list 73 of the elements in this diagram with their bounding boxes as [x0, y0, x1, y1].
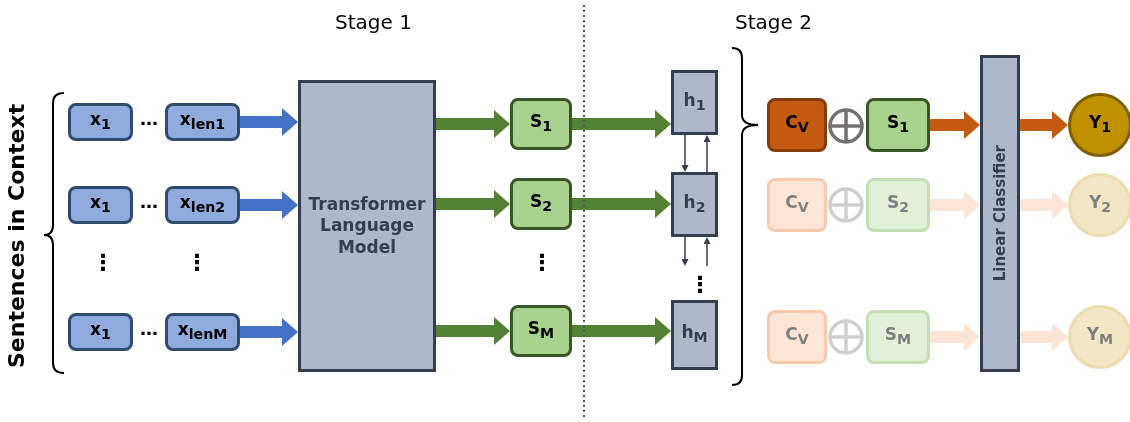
ellipsis: ⋮ — [92, 250, 114, 275]
axis-title: Sentences in Context — [4, 102, 29, 370]
node-label: Y$_{2}$ — [1088, 192, 1112, 218]
arrow — [681, 236, 689, 266]
node-label: h$_{1}$ — [683, 89, 706, 116]
node-label: S$_{1}$ — [886, 112, 910, 138]
node-label: Transformer Language Model — [307, 194, 427, 258]
section-title: Stage 1 — [335, 10, 412, 34]
block-arrow — [240, 318, 298, 346]
block-arrow — [436, 190, 510, 218]
node-label: C$_{V}$ — [785, 324, 809, 350]
model-box — [298, 80, 436, 372]
block-arrow — [1020, 323, 1068, 351]
sentence-box — [510, 178, 572, 230]
token-box — [68, 313, 133, 351]
node-label: C$_{V}$ — [785, 112, 809, 138]
context-box — [767, 310, 827, 364]
block-arrow — [930, 111, 980, 139]
block-arrow — [930, 323, 980, 351]
sentence-box — [510, 305, 572, 357]
sentence-box — [866, 98, 930, 152]
node-label: S$_{2}$ — [529, 191, 553, 217]
sentence-box — [510, 98, 572, 150]
hidden-state-box — [671, 70, 718, 135]
block-arrow — [436, 317, 510, 345]
node-label: x$_{len2}$ — [179, 192, 226, 218]
output-circle — [1068, 93, 1130, 157]
classifier-box — [980, 55, 1020, 372]
sentence-box — [866, 178, 930, 232]
node-label: x$_{1}$ — [90, 192, 111, 218]
node-label: x$_{len1}$ — [179, 109, 226, 135]
node-label: Y$_{1}$ — [1088, 112, 1112, 138]
ellipsis: ⋮ — [186, 250, 208, 275]
context-box — [767, 98, 827, 152]
node-label: h$_{M}$ — [681, 322, 708, 348]
block-arrow — [572, 190, 671, 218]
node-label: Y$_{M}$ — [1086, 324, 1114, 350]
node-label: Linear Classifier — [990, 145, 1010, 282]
token-box — [68, 103, 133, 141]
sentence-box — [866, 310, 930, 364]
node-label: x$_{lenM}$ — [177, 319, 228, 345]
token-box — [165, 103, 240, 141]
node-label: S$_{1}$ — [529, 111, 553, 137]
block-arrow — [240, 108, 298, 136]
block-arrow — [572, 110, 671, 138]
node-label: h$_{2}$ — [683, 191, 706, 218]
node-label: x$_{1}$ — [90, 109, 111, 135]
node-label: S$_{M}$ — [884, 324, 912, 350]
block-arrow — [436, 110, 510, 138]
block-arrow — [930, 191, 980, 219]
ellipsis: … — [140, 191, 158, 212]
ellipsis: ⋮ — [689, 272, 711, 297]
block-arrow — [572, 317, 671, 345]
arrow — [703, 237, 711, 267]
node-label: x$_{1}$ — [90, 319, 111, 345]
block-arrow — [240, 191, 298, 219]
hidden-state-box — [671, 300, 718, 370]
context-box — [767, 178, 827, 232]
token-box — [165, 186, 240, 224]
node-label: S$_{2}$ — [886, 192, 910, 218]
ellipsis: ⋮ — [531, 250, 553, 275]
ellipsis: … — [140, 108, 158, 129]
block-arrow — [1020, 191, 1068, 219]
section-title: Stage 2 — [735, 10, 812, 34]
ellipsis: … — [140, 318, 158, 339]
node-label: C$_{V}$ — [785, 192, 809, 218]
arrow — [703, 135, 711, 173]
arrow — [681, 134, 689, 172]
hidden-state-box — [671, 172, 718, 237]
block-arrow — [1020, 111, 1068, 139]
token-box — [165, 313, 240, 351]
token-box — [68, 186, 133, 224]
node-label: S$_{M}$ — [527, 318, 555, 344]
